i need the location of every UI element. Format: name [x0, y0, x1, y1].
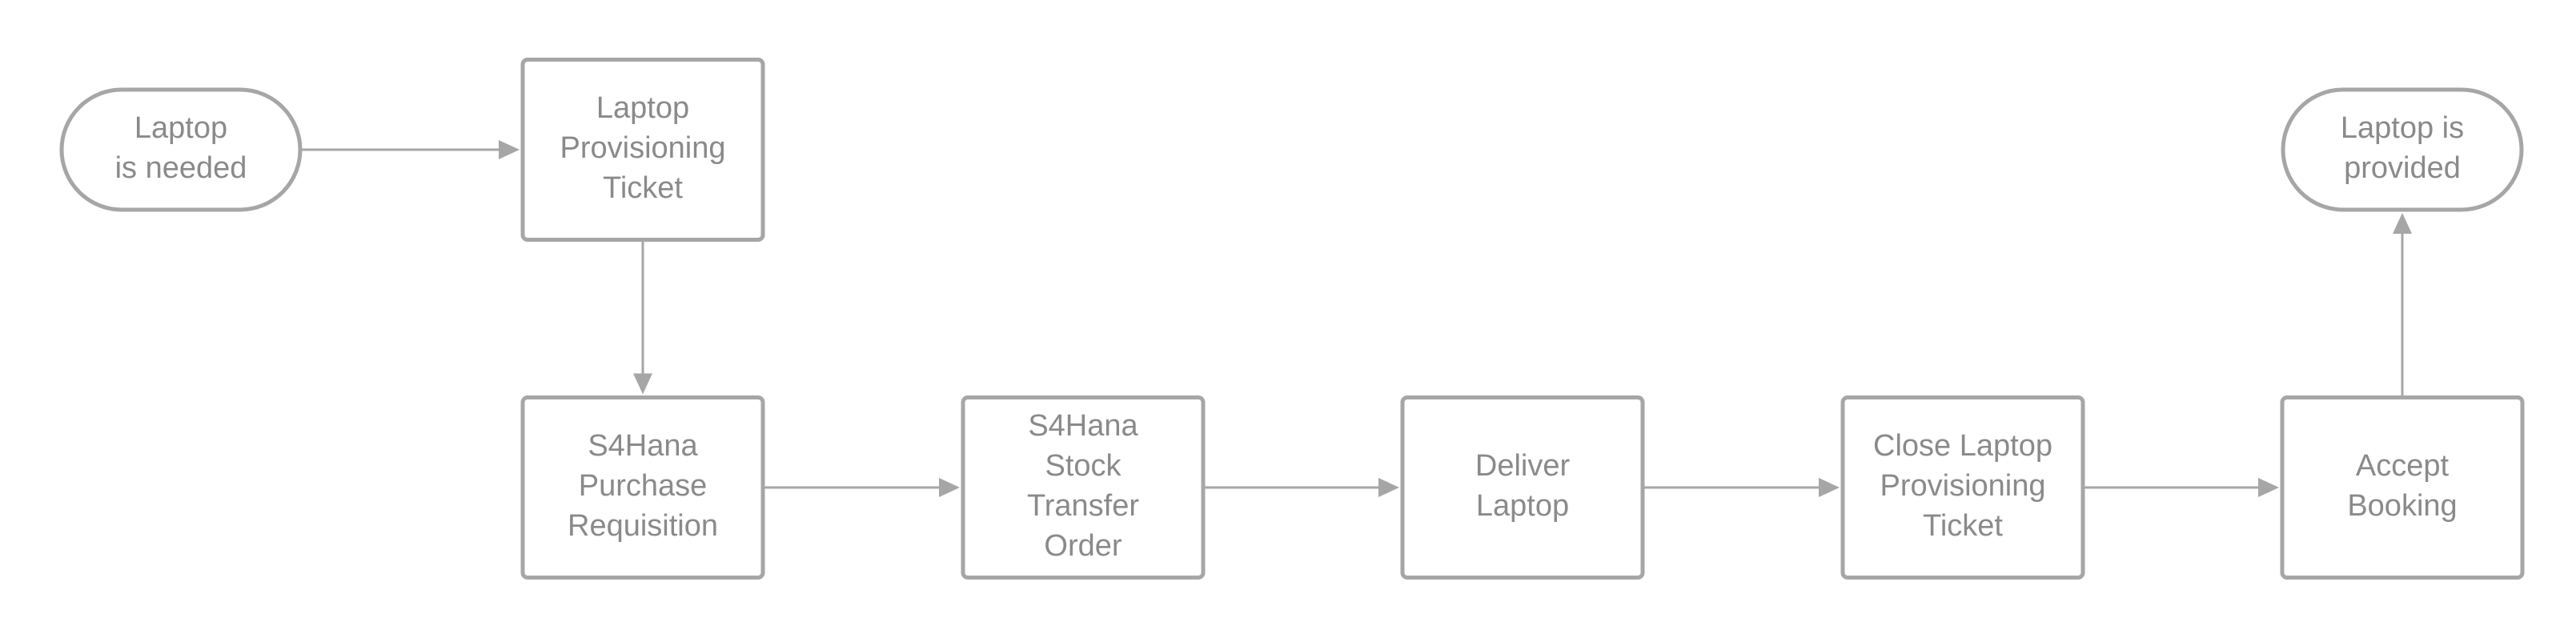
node-label-line: Deliver — [1475, 449, 1571, 483]
arrow-s4hana-stock-transfer-order-to-deliver-laptop — [1203, 478, 1399, 497]
arrowhead-icon — [499, 140, 520, 159]
process-box-shape — [520, 395, 765, 580]
arrowhead-icon — [1819, 478, 1840, 497]
node-label-line: Laptop is — [2341, 111, 2464, 145]
arrowhead-icon — [2258, 478, 2279, 497]
node-label-line: provided — [2344, 151, 2461, 185]
process-box-shape — [1840, 395, 2085, 580]
process-box-shape — [2280, 395, 2525, 580]
arrow-deliver-laptop-to-close-laptop-provisioning-ticket — [1643, 478, 1840, 497]
terminator-shape — [59, 87, 303, 212]
node-label-line: Ticket — [1923, 509, 2003, 543]
arrow-accept-booking-to-laptop-is-provided — [2393, 213, 2412, 398]
node-label-line: Transfer — [1027, 489, 1139, 523]
node-label-line: Stock — [1045, 449, 1121, 483]
process-box-shape — [961, 395, 1206, 580]
arrowhead-icon — [633, 373, 652, 395]
node-label-line: Laptop — [1476, 489, 1569, 523]
node-label-line: Provisioning — [560, 131, 726, 165]
terminator-shape — [2281, 87, 2524, 212]
arrowhead-icon — [2393, 213, 2412, 234]
node-label-line: Laptop — [596, 91, 689, 125]
process-box-shape — [520, 58, 765, 242]
node-label-line: Laptop — [134, 111, 227, 145]
node-laptop-is-needed: Laptop is needed — [59, 87, 303, 212]
process-box-shape — [1400, 395, 1645, 580]
node-laptop-is-provided: Laptop is provided — [2281, 87, 2524, 212]
node-label-line: is needed — [115, 151, 247, 185]
arrow-s4hana-purchase-requisition-to-s4hana-stock-transfer-order — [763, 478, 960, 497]
node-label-line: Provisioning — [1880, 469, 2046, 503]
node-label-line: Requisition — [568, 509, 718, 543]
arrowhead-icon — [939, 478, 960, 497]
node-label-line: Purchase — [579, 469, 708, 503]
node-label-line: Close Laptop — [1873, 429, 2052, 463]
node-label-line: Ticket — [603, 171, 683, 205]
node-label-line: Accept — [2356, 449, 2450, 483]
arrow-laptop-provisioning-ticket-to-s4hana-purchase-requisition — [633, 239, 652, 395]
arrow-close-laptop-provisioning-ticket-to-accept-booking — [2083, 478, 2279, 497]
node-label-line: S4Hana — [1028, 409, 1138, 443]
arrowhead-icon — [1378, 478, 1399, 497]
node-label-line: Order — [1044, 529, 1121, 563]
node-label-line: S4Hana — [588, 429, 698, 463]
node-label-line: Booking — [2347, 489, 2457, 523]
edges-layer — [300, 140, 2412, 497]
arrow-laptop-is-needed-to-laptop-provisioning-ticket — [300, 140, 520, 159]
